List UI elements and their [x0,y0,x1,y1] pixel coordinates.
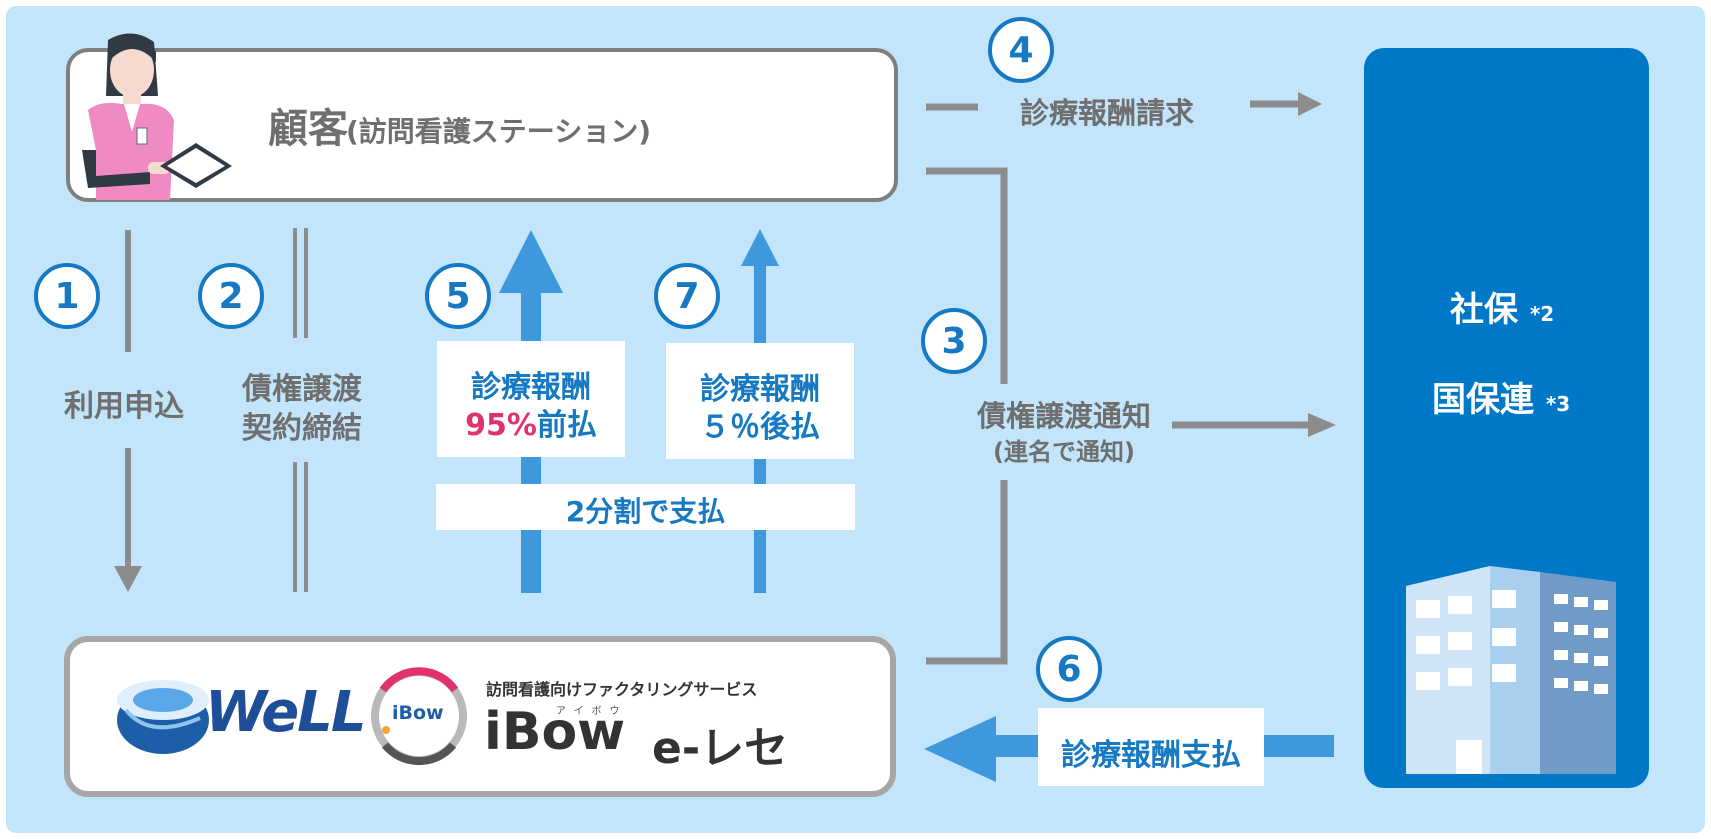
advance-suffix: 前払 [536,408,597,443]
step-1-label: 利用申込 [64,389,184,424]
step-3-label-line2: (連名で通知) [993,438,1135,466]
step-5-label-line2: 95%前払 [437,400,625,444]
step-6-badge: 6 [1036,636,1102,702]
arrow-3-head [1308,413,1336,437]
customer-subtitle: (訪問看護ステーション) [346,115,652,148]
notification-bracket-bottom [926,480,1008,665]
step-2-badge: 2 [198,263,264,329]
kokuho-footnote-mark: *3 [1545,392,1571,416]
split-payment-label: 2分割で支払 [565,495,726,528]
provider-box [64,636,896,797]
step-7-badge: 7 [654,263,720,329]
step-5-badge: 5 [425,263,491,329]
customer-title: 顧客 [268,106,348,152]
step-2-label-line2: 契約締結 [242,411,362,446]
payer-shaho: 社保 *2 [1450,290,1555,330]
step-4-badge: 4 [988,17,1054,83]
arrow-5-head [499,230,563,293]
advance-percent: 95% [465,408,537,443]
arrow-6-head [924,716,996,782]
notification-bracket-top [926,167,1008,384]
ibow-name: iBow [484,702,626,762]
step-3-badge: 3 [921,308,987,374]
step-4-label: 診療報酬請求 [1020,96,1195,130]
step-3-label-line1: 債権譲渡通知 [976,399,1151,433]
ibow-tagline: 訪問看護向けファクタリングサービス [486,680,758,699]
ibow-reading: アイボウ [556,706,628,717]
step-2-label-line1: 債権譲渡 [242,372,362,407]
arrow-1-head [114,566,142,592]
payer-kokuho: 国保連 *3 [1432,380,1571,420]
step-7-label-line2: ５％後払 [700,410,820,445]
step-6-label-box [1038,708,1264,786]
ibow-badge-text: iBow [392,702,444,724]
step-5-label-box [437,341,625,457]
contract-double-line [293,228,308,592]
step-7-label-box [666,343,854,459]
shaho-footnote-mark: *2 [1529,302,1555,326]
ibow-suffix: e-レセ [652,723,789,774]
arrow-7-head [741,229,779,266]
step-1-badge: 1 [34,263,100,329]
arrow-4-head [1298,92,1322,116]
split-payment-box [436,484,855,530]
step-6-label: 診療報酬支払 [1061,738,1241,773]
step-7-label-line1: 診療報酬 [700,372,820,407]
step-5-label-line1: 診療報酬 [471,370,591,405]
ewell-logo-text: WeLL [205,680,367,745]
